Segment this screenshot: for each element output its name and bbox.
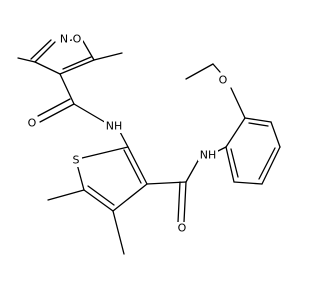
bond	[225, 117, 246, 148]
atom-label: NH	[200, 149, 217, 162]
atom-nh-2: NH	[198, 148, 218, 162]
bond	[39, 103, 75, 123]
atom-nh-1: NH	[104, 120, 124, 133]
bond	[83, 189, 114, 212]
atom-n-isoxazole: N	[59, 33, 70, 46]
bond	[59, 73, 75, 105]
bond	[62, 56, 92, 70]
bond	[37, 98, 71, 117]
bond	[127, 146, 148, 185]
atom-label: O	[178, 222, 187, 235]
bond	[30, 39, 52, 60]
bond	[233, 181, 263, 185]
bond	[73, 103, 109, 125]
atom-label: O	[28, 117, 37, 130]
atom-label: O	[219, 74, 228, 87]
bond	[248, 122, 269, 127]
bond	[244, 117, 272, 123]
bond	[81, 146, 129, 159]
bond	[177, 181, 181, 223]
chemical-structure: N O O NH O S NH O	[17, 33, 281, 255]
bond	[270, 121, 281, 148]
bond	[261, 146, 281, 185]
atom-label: S	[73, 154, 80, 167]
atom-o-amide-2: O	[176, 222, 188, 235]
atom-labels: N O O NH O S NH O	[26, 33, 229, 235]
bond	[76, 163, 85, 191]
atom-label: NH	[106, 120, 123, 133]
bond	[212, 63, 221, 73]
bond	[185, 158, 200, 183]
bond	[225, 146, 235, 183]
bond	[112, 210, 125, 255]
atom-o-isoxazole: O	[72, 33, 83, 46]
bond	[183, 181, 187, 223]
bond	[230, 87, 246, 119]
atom-label: O	[73, 33, 82, 46]
bond	[230, 148, 239, 178]
atom-o-amide-1: O	[26, 117, 38, 130]
bond	[17, 57, 36, 63]
bond	[185, 63, 214, 80]
bond	[34, 61, 61, 75]
atom-o-methoxy: O	[217, 74, 229, 87]
bond	[93, 52, 123, 61]
bond	[87, 185, 115, 206]
bond	[82, 40, 95, 61]
bonds	[17, 39, 281, 255]
atom-label: N	[60, 33, 68, 46]
bond	[112, 183, 148, 212]
bond	[47, 189, 85, 201]
bond	[258, 147, 276, 180]
bond	[123, 149, 142, 184]
bond	[59, 59, 95, 75]
atom-s-thiophene: S	[70, 154, 82, 167]
bond	[34, 41, 56, 63]
